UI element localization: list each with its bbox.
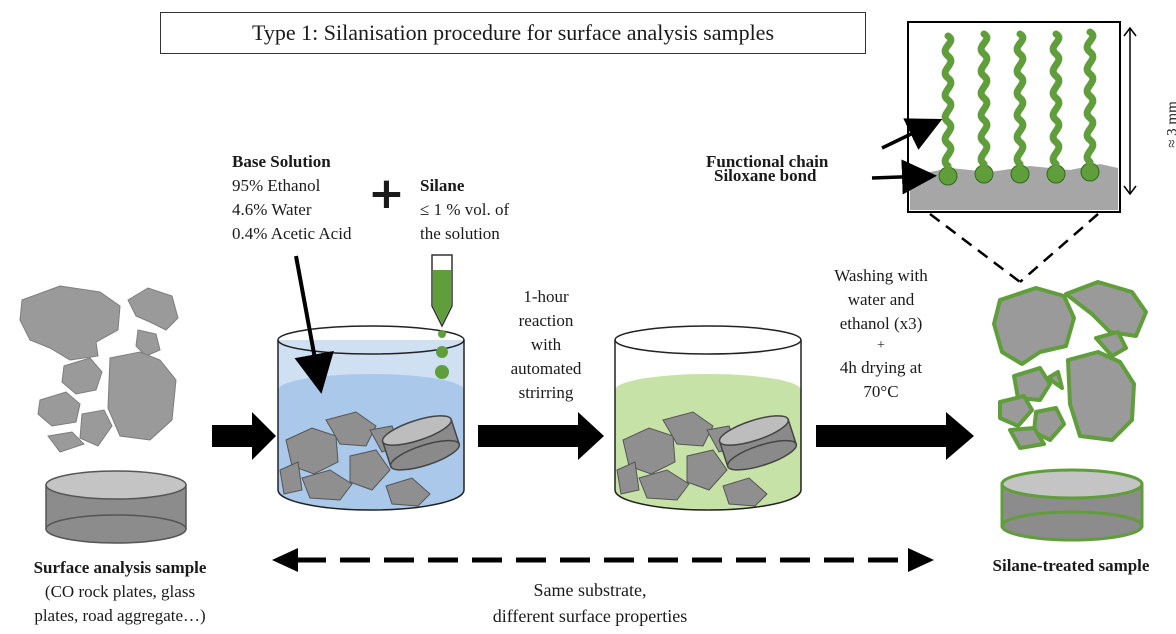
beaker-blue-solution — [277, 325, 465, 511]
surface-sample-line-1: (CO rock plates, glass — [44, 582, 196, 601]
base-solution-line-1: 95% Ethanol — [232, 176, 321, 195]
sample-disc-tilted — [381, 415, 461, 471]
washing-step-line-1: Washing with — [834, 266, 928, 285]
washing-step-line-4: 4h drying at — [839, 358, 923, 377]
washing-step-line-2: water and — [847, 290, 915, 309]
untreated-rock-fragments — [19, 285, 179, 453]
process-arrow-3 — [816, 412, 974, 460]
comparison-line-1: Same substrate, — [533, 580, 647, 600]
pipette-icon — [431, 254, 453, 379]
reaction-step-line-2: reaction — [518, 311, 574, 330]
surface-sample-heading: Surface analysis sample — [33, 558, 207, 577]
functional-chain-label: Functional chain — [706, 152, 829, 171]
washing-step-line-5: 70°C — [863, 382, 899, 401]
siloxane-zoom-box — [907, 21, 1121, 213]
diagram-title: Type 1: Silanisation procedure for surfa… — [160, 12, 866, 54]
comparison-double-arrow — [272, 548, 934, 572]
zoom-line-right — [1019, 213, 1099, 283]
silane-line-1: ≤ 1 % vol. of — [420, 200, 510, 219]
reaction-step-line-4: automated — [510, 359, 582, 378]
treated-sample-heading: Silane-treated sample — [992, 556, 1150, 575]
functional-chain-arrow — [881, 118, 943, 150]
process-arrow-1 — [212, 412, 276, 460]
base-solution-line-2: 4.6% Water — [232, 200, 312, 219]
treated-sample-disc — [1000, 468, 1144, 542]
siloxane-bond-arrow — [871, 159, 937, 195]
beaker-green-solution — [614, 325, 802, 511]
washing-step-plus: + — [877, 338, 885, 353]
base-solution-arrow — [294, 255, 334, 394]
scale-bar — [1123, 26, 1137, 196]
plus-sign: + — [368, 168, 405, 219]
comparison-line-2: different surface properties — [492, 606, 688, 626]
base-solution-line-3: 0.4% Acetic Acid — [232, 224, 352, 243]
surface-sample-disc — [45, 470, 187, 544]
scale-label: ≈ 3 mm — [1164, 101, 1176, 148]
base-solution-heading: Base Solution — [232, 152, 331, 171]
reaction-step-line-3: with — [530, 335, 562, 354]
treated-rock-fragments — [992, 280, 1148, 450]
silane-heading: Silane — [420, 176, 465, 195]
process-arrow-2 — [478, 412, 604, 460]
reaction-step-line-5: strirring — [518, 383, 574, 402]
siloxane-bond-label: Siloxane bond — [714, 166, 817, 185]
reaction-step-line-1: 1-hour — [523, 287, 569, 306]
washing-step-line-3: ethanol (x3) — [839, 314, 923, 333]
surface-sample-line-2: plates, road aggregate…) — [34, 606, 206, 625]
silane-line-2: the solution — [420, 224, 500, 243]
